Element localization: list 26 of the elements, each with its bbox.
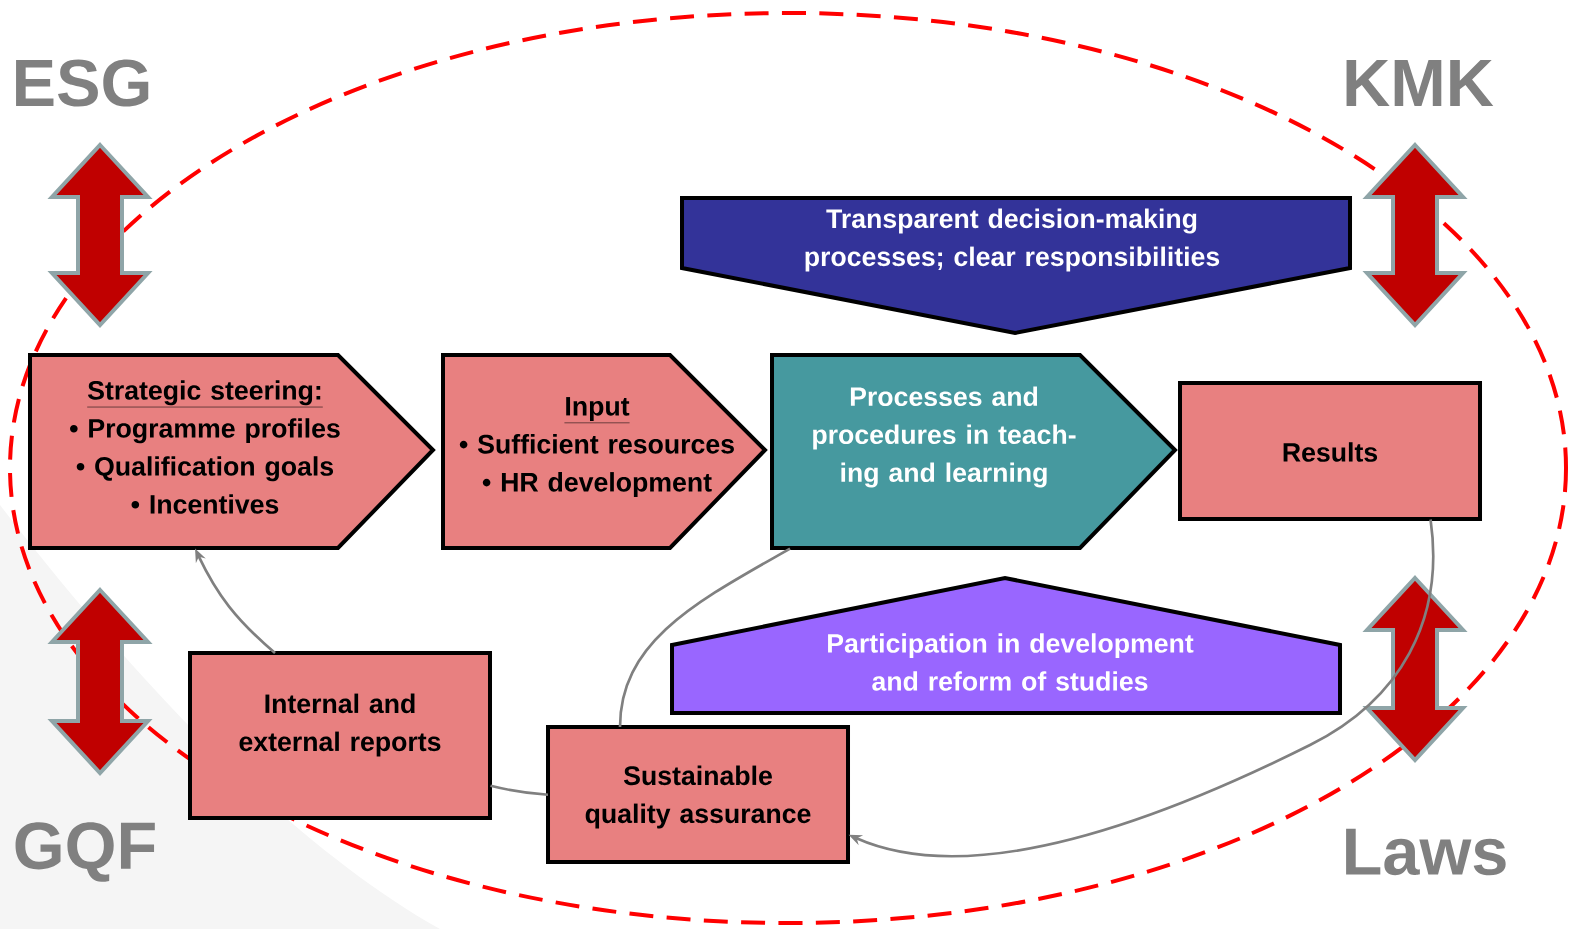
process-box [1178, 381, 1482, 521]
node-label: • Qualification goals [76, 456, 334, 482]
node-text: Participation in development and reform of studies [828, 633, 1194, 691]
node-label: • Programme profiles [70, 418, 340, 444]
process-box [188, 651, 492, 820]
corner-label: Laws [1346, 828, 1506, 876]
chevron-box [770, 353, 1178, 550]
node-text: Internal and external reports [239, 693, 441, 757]
connector [618, 547, 791, 728]
corner-label: GQF [15, 822, 155, 882]
process-box [546, 725, 850, 864]
connector [490, 784, 549, 797]
node-text: Strategic steering: • Programme profiles • Qualification goals • Incentives [70, 380, 340, 514]
banner-pentagon [680, 196, 1352, 336]
node-text: Results [1283, 442, 1378, 462]
chevron-box [28, 353, 436, 550]
banner-pentagon [670, 575, 1342, 715]
node-text: Processes and procedures in teach-ing and learning [813, 386, 1076, 488]
corner-label: KMK [1346, 60, 1494, 106]
node-text: Transparent decision-making processes; clear responsibilities [805, 208, 1220, 272]
node-text: Sustainable quality assurance [585, 765, 811, 829]
node-text: Input • Sufficient resources • HR development [459, 397, 734, 497]
chevron-box [441, 353, 768, 550]
corner-label: ESG [16, 59, 149, 107]
node-label: Strategic steering: [87, 380, 321, 406]
node-label: • Incentives [131, 494, 279, 514]
